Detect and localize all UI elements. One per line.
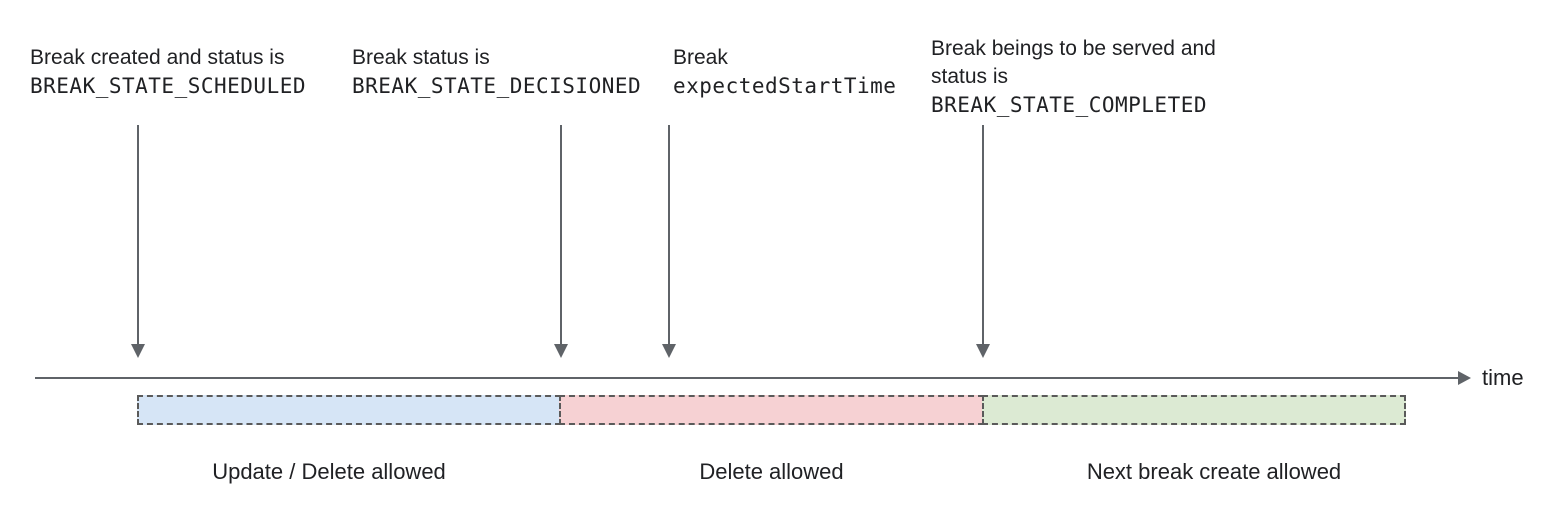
arrowhead-down-icon bbox=[131, 344, 145, 358]
time-axis-label: time bbox=[1482, 365, 1524, 390]
segment-update-delete-allowed bbox=[137, 395, 561, 425]
time-axis bbox=[35, 371, 1471, 385]
annotation-code: expectedStartTime bbox=[673, 74, 897, 98]
down-arrow-icon bbox=[131, 125, 145, 358]
annotation-expected-start-time: Break expectedStartTime bbox=[673, 44, 896, 100]
annotation-break-decisioned: Break status is BREAK_STATE_DECISIONED bbox=[352, 44, 641, 100]
arrowhead-down-icon bbox=[662, 344, 676, 358]
arrowhead-right-icon bbox=[1458, 371, 1471, 385]
segment-delete-allowed bbox=[559, 395, 984, 425]
annotation-text: Break created and status is bbox=[30, 46, 285, 69]
annotation-break-scheduled: Break created and status is BREAK_STATE_… bbox=[30, 44, 306, 100]
segment-next-break-create-allowed bbox=[982, 395, 1406, 425]
segment-label-update-delete: Update / Delete allowed bbox=[212, 459, 446, 484]
annotation-text: Break beings to be served and status is bbox=[931, 37, 1216, 88]
arrowhead-down-icon bbox=[976, 344, 990, 358]
down-arrow-icon bbox=[662, 125, 676, 358]
annotation-break-completed: Break beings to be served and status is … bbox=[931, 35, 1219, 119]
annotation-text: Break status is bbox=[352, 46, 490, 69]
arrowhead-down-icon bbox=[554, 344, 568, 358]
segment-label-delete: Delete allowed bbox=[699, 459, 844, 484]
annotation-code: BREAK_STATE_COMPLETED bbox=[931, 93, 1208, 117]
annotation-text: Break bbox=[673, 46, 728, 69]
down-arrow-icon bbox=[554, 125, 568, 358]
annotation-code: BREAK_STATE_DECISIONED bbox=[352, 74, 642, 98]
down-arrow-icon bbox=[976, 125, 990, 358]
annotation-code: BREAK_STATE_SCHEDULED bbox=[30, 74, 307, 98]
segment-label-next-break: Next break create allowed bbox=[1086, 459, 1342, 484]
